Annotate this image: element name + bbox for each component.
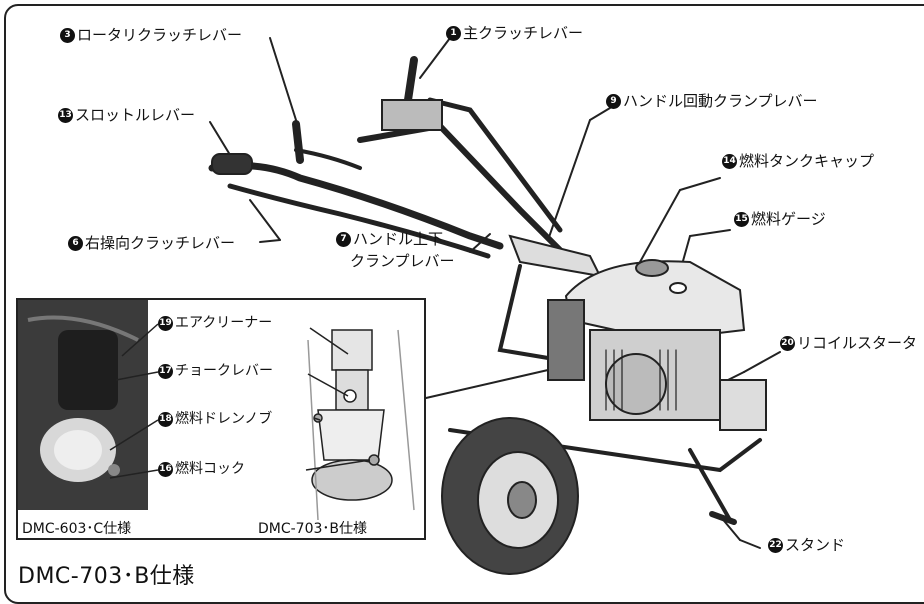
label-text: スタンド bbox=[785, 536, 846, 554]
callout-number-6: 6 bbox=[68, 235, 83, 251]
label-recoil-starter: 20 リコイルスタータ bbox=[780, 334, 917, 352]
callout-number-15: 15 bbox=[734, 211, 749, 227]
label-text: 右操向クラッチレバー bbox=[85, 234, 236, 252]
label-text: 燃料ゲージ bbox=[751, 210, 826, 228]
label-text: 燃料タンクキャップ bbox=[739, 152, 875, 170]
label-text: ハンドル上下 bbox=[353, 230, 444, 248]
spec-label-dmc603: DMC-603･C仕様 bbox=[22, 521, 132, 537]
callout-number-19: 19 bbox=[158, 315, 173, 331]
label-handle-height-clamp-lever-line2: クランプレバー bbox=[350, 252, 455, 270]
label-main-clutch-lever: 1 主クラッチレバー bbox=[446, 24, 583, 42]
label-rotary-clutch-lever: 3 ロータリクラッチレバー bbox=[60, 26, 242, 44]
callout-number-16: 16 bbox=[158, 461, 173, 477]
label-fuel-cock: 16 燃料コック bbox=[158, 460, 245, 478]
label-choke-lever: 17 チョークレバー bbox=[158, 362, 273, 380]
label-handle-swivel-clamp-lever: 9 ハンドル回動クランプレバー bbox=[606, 92, 818, 110]
callout-number-14: 14 bbox=[722, 153, 737, 169]
callout-number-20: 20 bbox=[780, 335, 795, 351]
callout-number-3: 3 bbox=[60, 27, 75, 43]
label-text: クランプレバー bbox=[350, 252, 455, 270]
callout-number-22: 22 bbox=[768, 537, 783, 553]
inset-engine-art bbox=[109, 323, 415, 521]
callout-number-18: 18 bbox=[158, 411, 173, 427]
label-fuel-gauge: 15 燃料ゲージ bbox=[734, 210, 826, 228]
label-fuel-drain-knob: 18 燃料ドレンノブ bbox=[158, 410, 272, 428]
label-text: ハンドル回動クランプレバー bbox=[623, 92, 818, 110]
label-text: 燃料コック bbox=[175, 461, 245, 477]
detail-inset: 19 エアクリーナー 17 チョークレバー 18 燃料ドレンノブ 16 燃料コッ… bbox=[16, 298, 426, 540]
label-text: チョークレバー bbox=[175, 363, 273, 379]
label-text: リコイルスタータ bbox=[797, 334, 918, 352]
label-stand: 22 スタンド bbox=[768, 536, 845, 554]
callout-number-9: 9 bbox=[606, 93, 621, 109]
label-right-steering-clutch-lever: 6 右操向クラッチレバー bbox=[68, 234, 235, 252]
callout-number-13: 13 bbox=[58, 107, 73, 123]
label-text: スロットルレバー bbox=[75, 106, 196, 124]
cultivator-illustration bbox=[208, 37, 781, 575]
label-air-cleaner: 19 エアクリーナー bbox=[158, 314, 272, 332]
label-text: 主クラッチレバー bbox=[463, 24, 584, 42]
model-spec-title: DMC-703･B仕様 bbox=[18, 564, 195, 589]
callout-number-7: 7 bbox=[336, 231, 351, 247]
label-handle-height-clamp-lever: 7 ハンドル上下 bbox=[336, 230, 443, 248]
label-throttle-lever: 13 スロットルレバー bbox=[58, 106, 195, 124]
label-text: 燃料ドレンノブ bbox=[175, 411, 273, 427]
callout-number-17: 17 bbox=[158, 363, 173, 379]
label-text: エアクリーナー bbox=[175, 315, 273, 331]
label-fuel-tank-cap: 14 燃料タンクキャップ bbox=[722, 152, 874, 170]
spec-label-dmc703-inset: DMC-703･B仕様 bbox=[258, 521, 368, 537]
label-text: ロータリクラッチレバー bbox=[77, 26, 243, 44]
callout-number-1: 1 bbox=[446, 25, 461, 41]
